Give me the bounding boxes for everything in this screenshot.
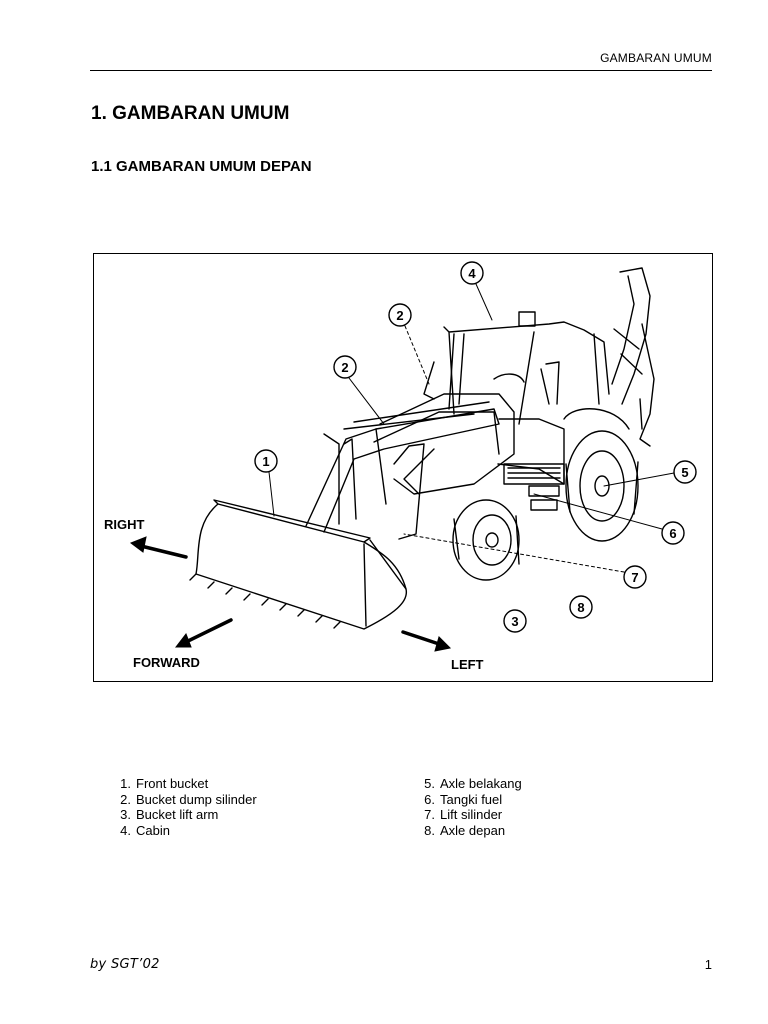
footer-author: by SGT’02 [90,957,160,972]
hood-drawing [373,393,565,511]
backhoe-figure: 4 2 2 1 5 6 7 8 3 RIGHT FORWA [93,253,713,682]
legend-item: 7.Lift silinder [424,807,503,823]
legend-right: 5.Axle belakang 6.Tangki fuel 7.Lift sil… [411,776,522,838]
legend-left: 1.Front bucket 2.Bucket dump silinder 3.… [107,776,257,838]
callout-3: 3 [511,614,518,629]
legend-item: 1.Front bucket [120,776,209,791]
loader-arms-drawing [305,401,500,540]
legend-item: 3.Bucket lift arm [120,807,219,823]
callout-1: 1 [262,454,269,469]
direction-forward-label: FORWARD [133,655,200,670]
callout-5: 5 [681,465,688,480]
page-number: 1 [704,957,712,972]
rear-wheel-drawing [563,408,639,542]
backhoe-arm-drawing [611,267,655,447]
callout-numbers: 4 2 2 1 5 6 7 8 3 [262,266,688,629]
callout-2-lower: 2 [341,360,348,375]
legend-item: 4.Cabin [120,822,170,838]
running-header: GAMBARAN UMUM [600,51,712,65]
callout-circles [254,261,697,633]
callout-4: 4 [468,266,476,281]
callout-8: 8 [577,600,584,615]
legend-item: 8.Axle depan [424,822,506,838]
callout-2-upper: 2 [396,308,403,323]
forward-arrow-icon [174,618,233,648]
legend-item: 5.Axle belakang [424,776,522,791]
header-rule [90,70,712,71]
direction-right-label: RIGHT [104,517,145,532]
right-arrow-icon [129,536,188,559]
legend-item: 2.Bucket dump silinder [120,791,257,807]
callout-7: 7 [631,570,638,585]
cabin-drawing [423,311,610,425]
left-arrow-icon [401,630,452,652]
section-subtitle: 1.1 GAMBARAN UMUM DEPAN [91,158,312,175]
section-title: 1. GAMBARAN UMUM [91,103,290,124]
backhoe-drawing: 4 2 2 1 5 6 7 8 3 [129,261,697,652]
front-wheel-drawing [452,499,520,581]
legend-item: 6.Tangki fuel [424,791,503,807]
front-bucket-drawing [189,499,408,630]
direction-left-label: LEFT [451,657,484,672]
callout-6: 6 [669,526,676,541]
leader-lines [268,283,675,573]
